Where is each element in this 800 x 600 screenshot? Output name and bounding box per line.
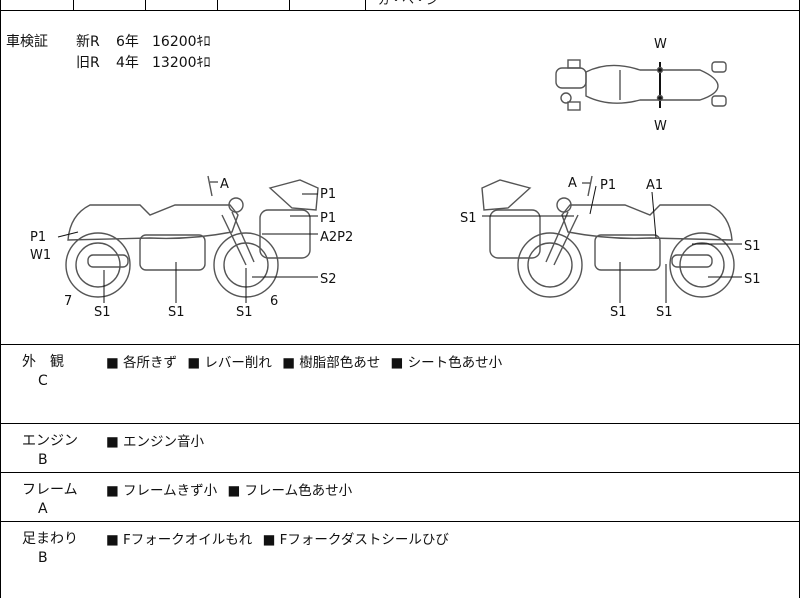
condition-item: ■ 各所きず: [106, 355, 178, 371]
header-text: ガ・ヘ・ン: [378, 0, 439, 7]
header-cell: [146, 0, 218, 10]
section-title: エンジン: [22, 433, 78, 449]
motorcycle-diagram: W W A P1 P1 A2P2 P1 W1 S2 7 6 S1 S1 S1: [30, 37, 761, 320]
label-w1: W1: [30, 248, 51, 263]
right-side-motorcycle: [481, 175, 735, 298]
section-items: ■ 各所きず ■ レバー削れ ■ 樹脂部色あせ ■ シート色あせ小: [106, 351, 508, 371]
section-items: ■ Fフォークオイルもれ ■ Fフォークダストシールひび: [106, 528, 455, 548]
label-bottom-w: W: [654, 119, 667, 134]
label-6: 6: [270, 294, 278, 309]
label-top-w: W: [654, 37, 667, 52]
label-a2p2: A2P2: [320, 230, 353, 245]
top-view-motorcycle: [555, 59, 727, 111]
section-exterior: 外 観 C ■ 各所きず ■ レバー削れ ■ 樹脂部色あせ ■ シート色あせ小: [0, 345, 800, 424]
inspection-info: 車検証 新R 6年 16200ｷﾛ 旧R 4年 13200ｷﾛ: [6, 32, 211, 74]
diagram-panel: [0, 11, 800, 345]
section-title: 足まわり: [22, 531, 78, 547]
inspection-type: 旧R: [76, 55, 100, 71]
inspection-row-new: 車検証 新R 6年 16200ｷﾛ: [6, 32, 211, 53]
section-engine: エンジン B ■ エンジン音小: [0, 424, 800, 473]
label-p1: P1: [320, 187, 336, 202]
label-a: A: [220, 177, 229, 192]
label-7: 7: [64, 294, 72, 309]
header-row: ガ・ヘ・ン: [0, 0, 800, 11]
label-s2: S2: [320, 272, 337, 287]
section-grade: B: [38, 452, 48, 468]
label-s1: S1: [610, 305, 627, 320]
section-items: ■ エンジン音小: [106, 430, 210, 450]
inspection-price: 13200ｷﾛ: [152, 55, 211, 71]
inspection-years: 4年: [116, 55, 139, 71]
label-p1: P1: [320, 211, 336, 226]
header-cell: [0, 0, 74, 10]
left-side-motorcycle: [65, 175, 319, 298]
inspection-years: 6年: [116, 34, 139, 50]
section-title: フレーム: [22, 482, 78, 498]
header-cell: [74, 0, 146, 10]
label-s1: S1: [460, 211, 477, 226]
section-title: 外 観: [22, 354, 64, 370]
label-p1: P1: [30, 230, 46, 245]
section-grade: A: [38, 501, 48, 517]
label-s1: S1: [236, 305, 253, 320]
condition-item: ■ フレームきず小: [106, 483, 218, 499]
condition-item: ■ レバー削れ: [187, 355, 272, 371]
condition-item: ■ フレーム色あせ小: [227, 483, 353, 499]
inspection-type: 新R: [76, 34, 100, 50]
section-grade: C: [38, 373, 48, 389]
section-items: ■ フレームきず小 ■ フレーム色あせ小: [106, 479, 358, 499]
section-frame: フレーム A ■ フレームきず小 ■ フレーム色あせ小: [0, 473, 800, 522]
header-cell: [290, 0, 366, 10]
condition-item: ■ エンジン音小: [106, 434, 205, 450]
condition-item: ■ 樹脂部色あせ: [282, 355, 381, 371]
section-suspension: 足まわり B ■ Fフォークオイルもれ ■ Fフォークダストシールひび: [0, 522, 800, 599]
condition-item: ■ シート色あせ小: [390, 355, 503, 371]
label-s1: S1: [744, 239, 761, 254]
label-a1: A1: [646, 178, 663, 193]
label-a: A: [568, 176, 577, 191]
label-s1: S1: [656, 305, 673, 320]
label-s1: S1: [94, 305, 111, 320]
section-grade: B: [38, 550, 48, 566]
condition-item: ■ Fフォークオイルもれ: [106, 532, 253, 548]
label-p1: P1: [600, 178, 616, 193]
inspection-price: 16200ｷﾛ: [152, 34, 211, 50]
label-s1: S1: [168, 305, 185, 320]
label-s1: S1: [744, 272, 761, 287]
condition-item: ■ Fフォークダストシールひび: [262, 532, 449, 548]
header-cell: [218, 0, 290, 10]
inspection-row-old: 旧R 4年 13200ｷﾛ: [6, 53, 211, 74]
inspection-label: 車検証: [6, 34, 48, 50]
